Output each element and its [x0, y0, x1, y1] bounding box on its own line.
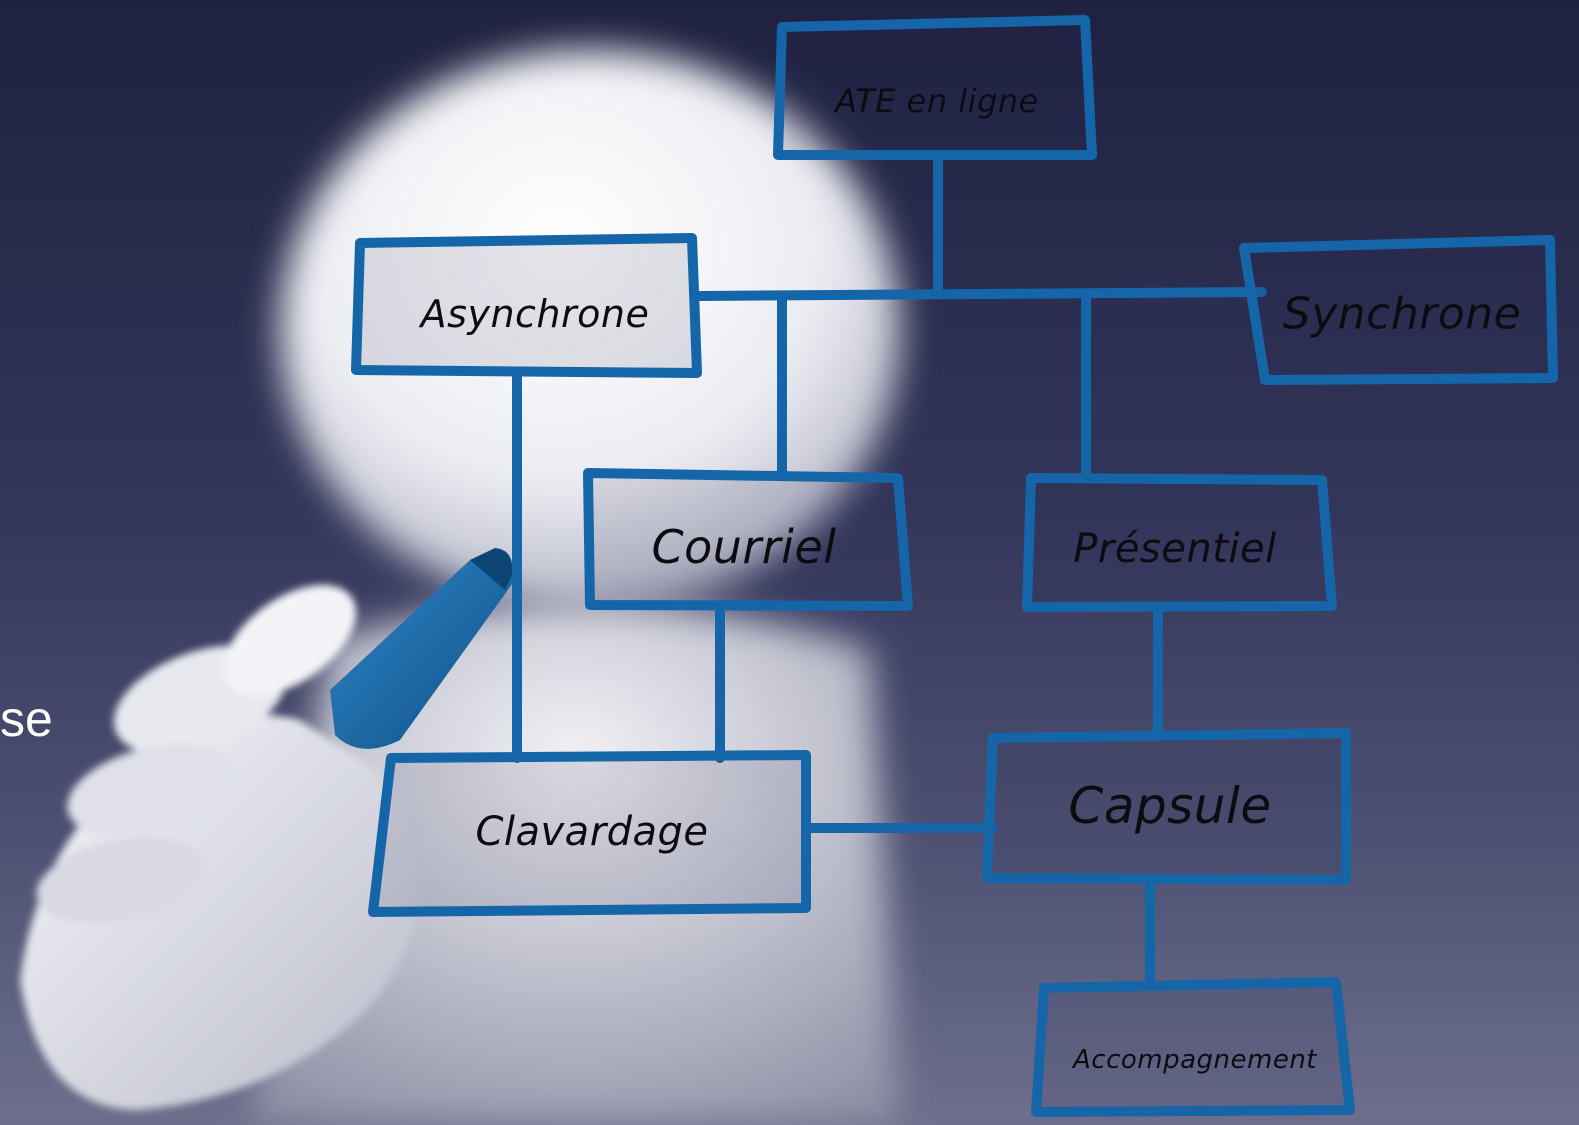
marker-pen-icon — [330, 548, 515, 749]
node-label-courriel: Courriel — [651, 520, 837, 574]
node-box-accompagnement — [1031, 977, 1355, 1117]
node-label-clavardage: Clavardage — [475, 809, 709, 855]
node-label-accompagnement: Accompagnement — [1072, 1045, 1318, 1075]
node-box-async — [351, 233, 702, 378]
node-box-presentiel — [1022, 473, 1337, 612]
figure-body — [250, 602, 900, 1125]
node-label-capsule: Capsule — [1068, 777, 1272, 835]
figure-head — [280, 50, 900, 610]
node-label-presentiel: Présentiel — [1073, 526, 1277, 572]
node-box-clavardage — [368, 750, 811, 917]
node-box-root — [773, 15, 1097, 160]
node-box-capsule — [982, 728, 1351, 885]
node-label-sync: Synchrone — [1282, 288, 1522, 340]
node-label-async: Asynchrone — [420, 292, 650, 336]
connector-horizontal-bar — [695, 287, 1267, 301]
connector-lines — [512, 155, 1267, 990]
node-label-root: ATE en ligne — [835, 82, 1039, 120]
slide-text-fragment: se — [0, 691, 53, 747]
figure-illustration — [20, 50, 900, 1125]
node-boxes — [351, 15, 1558, 1117]
node-box-sync — [1239, 235, 1558, 385]
hand-illustration — [20, 584, 420, 1110]
node-box-courriel — [583, 468, 913, 611]
